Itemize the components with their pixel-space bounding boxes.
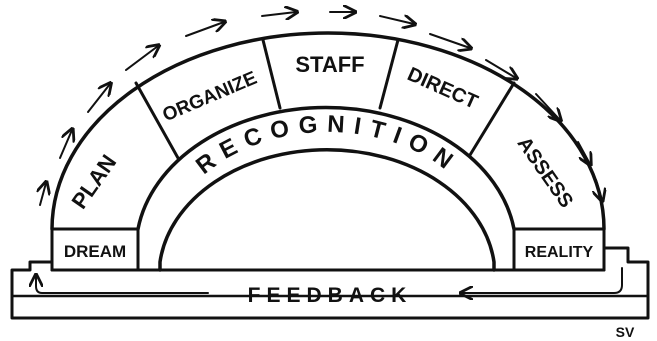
arch-segment-organize: ORGANIZE bbox=[160, 68, 261, 127]
dream-block: DREAM bbox=[50, 227, 140, 272]
arch bbox=[50, 31, 606, 272]
recognition-label: RECOGNITION bbox=[191, 111, 465, 180]
dream-label: DREAM bbox=[64, 242, 126, 261]
reality-block: REALITY bbox=[512, 227, 606, 272]
reality-label: REALITY bbox=[525, 244, 594, 261]
arch-segment-staff: STAFF bbox=[295, 52, 364, 77]
arch-segment-assess: ASSESS bbox=[513, 133, 578, 212]
arch-segment-direct: DIRECT bbox=[404, 63, 481, 113]
signature: SV bbox=[616, 324, 635, 340]
feedback-label: FEEDBACK bbox=[248, 284, 413, 307]
arch-segment-plan: PLAN bbox=[66, 150, 121, 213]
flow-arrows bbox=[40, 12, 602, 206]
feedback-arrows bbox=[36, 267, 623, 293]
